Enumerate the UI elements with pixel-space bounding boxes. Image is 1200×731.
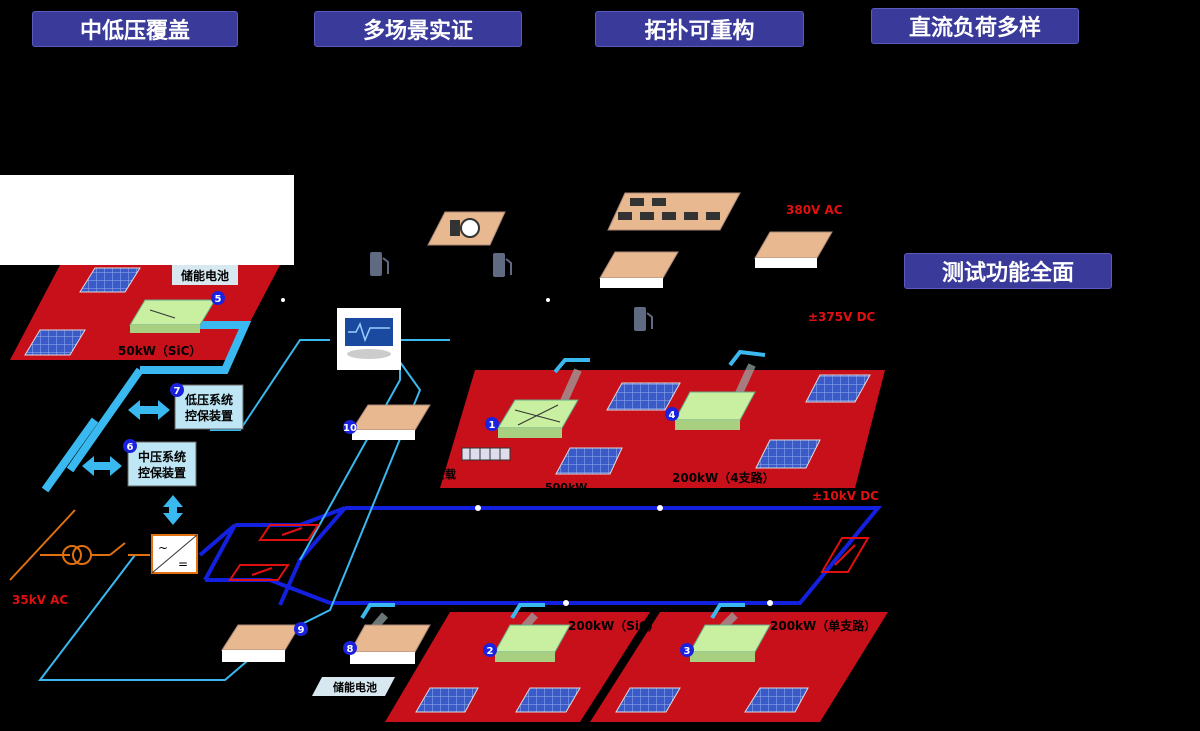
label-storage-bottom: 储能电池: [333, 680, 377, 694]
label-lv-protection-2: 控保装置: [185, 408, 233, 423]
converter-8: [349, 624, 431, 664]
building-load-device: [461, 447, 511, 461]
hvac-icon-panel: [427, 211, 506, 246]
svg-text:1: 1: [489, 420, 496, 431]
title-low-medium-voltage: 中低压覆盖: [32, 11, 238, 47]
storage-box-top: [172, 265, 238, 285]
svg-text:8: 8: [347, 644, 354, 655]
title-test-function: 测试功能全面: [904, 253, 1112, 289]
label-pv-50kw: 50kW（SiC）: [118, 343, 201, 358]
transformer-35kv: [9, 509, 150, 581]
converter-375v: [599, 251, 679, 288]
converter-4: [674, 391, 756, 430]
title-dc-load: 直流负荷多样: [871, 8, 1079, 44]
converter-2: [494, 624, 571, 662]
label-building-load: 楼宇负载: [412, 467, 456, 481]
converter-380v: [754, 231, 833, 268]
comm-lines: [37, 339, 450, 681]
bus-junctions: [281, 298, 773, 606]
building-icon-panel: [607, 192, 741, 231]
converter-1: [497, 399, 579, 438]
label-pv-500kw: 500kW: [545, 481, 587, 494]
svg-text:~: ~: [158, 541, 168, 555]
bidir-arrows: [82, 400, 183, 525]
svg-text:2: 2: [487, 646, 494, 657]
converter-10: [351, 404, 431, 440]
title-topology: 拓扑可重构: [595, 11, 804, 47]
label-ac-380v: 380V AC: [786, 203, 843, 217]
label-dc-375v: ±375V DC: [808, 310, 876, 324]
svg-text:=: =: [178, 557, 188, 571]
label-dc-10kv: ±10kV DC: [812, 489, 879, 503]
converters-tan: [221, 192, 833, 664]
converter-5: [129, 299, 216, 333]
converter-9: [221, 624, 301, 662]
label-pv-200kw-single: 200kW（单支路）: [770, 618, 876, 633]
pv-panels: [24, 267, 871, 713]
output-arrows: [360, 349, 766, 620]
label-mv-protection-1: 中压系统: [138, 449, 186, 464]
svg-text:7: 7: [174, 386, 181, 397]
switches: [228, 524, 870, 581]
svg-text:4: 4: [669, 410, 676, 421]
hv-light-blue-conduits: [41, 321, 252, 493]
label-pv-200kw-sic: 200kW（SiC）: [568, 618, 660, 633]
svg-text:6: 6: [127, 442, 134, 453]
label-mv-protection-2: 控保装置: [138, 465, 186, 480]
label-pv-200kw-4branch: 200kW（4支路）: [672, 470, 775, 485]
svg-text:3: 3: [684, 646, 691, 657]
svg-text:5: 5: [215, 294, 222, 305]
label-lv-protection-1: 低压系统: [184, 392, 233, 407]
storage-box-bottom: [312, 677, 395, 696]
title-multi-scenario: 多场景实证: [314, 11, 522, 47]
label-storage-top: 储能电池: [181, 268, 229, 283]
protection-boxes: [127, 384, 244, 487]
node-markers: 5 7 6 10 1 4 2 3 8 9: [123, 291, 694, 657]
blank-panel: [0, 175, 294, 265]
converters-green: [129, 299, 771, 662]
charging-pile-icons: [370, 252, 653, 331]
monitor-icon: [337, 308, 401, 370]
label-ac-35kv: 35kV AC: [12, 593, 68, 607]
converter-3: [689, 624, 771, 662]
svg-text:10: 10: [343, 423, 357, 434]
svg-text:9: 9: [298, 625, 305, 636]
main-ac-dc-converter: ~ =: [151, 534, 198, 574]
